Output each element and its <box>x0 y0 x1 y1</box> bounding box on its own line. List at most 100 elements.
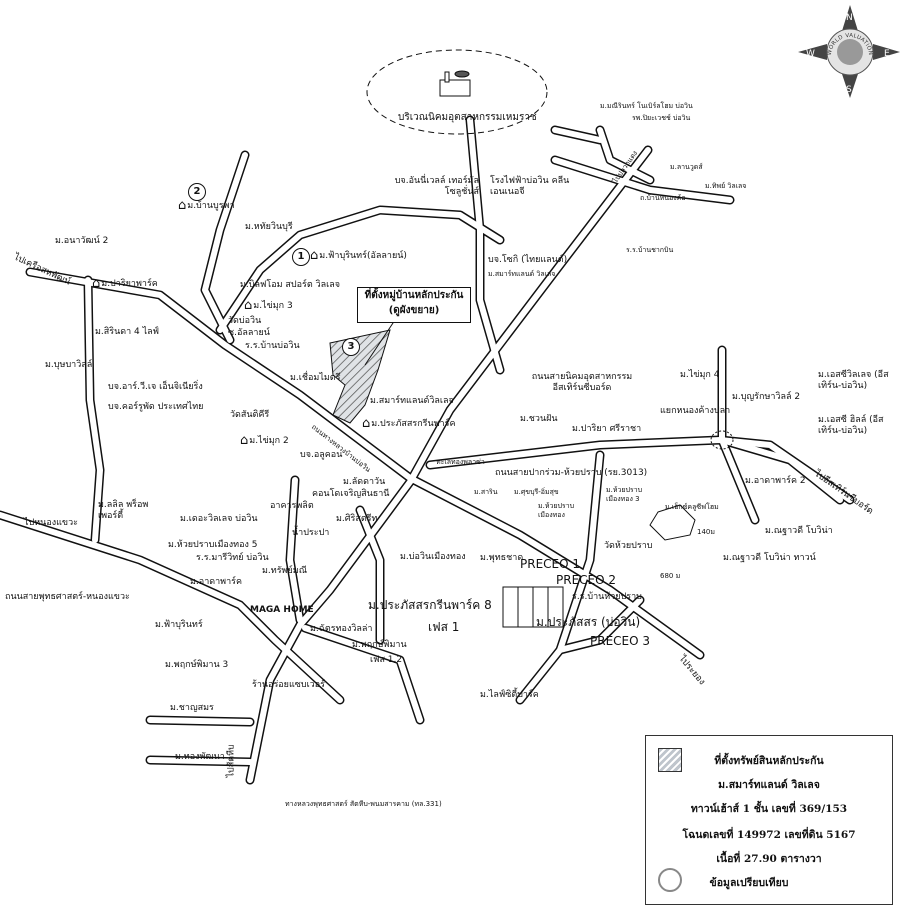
company-label: บจ.อันนี่เวลล์ เทอร์มัล โซลูชั่นส์ <box>394 176 479 197</box>
power-plant-label: โรงไฟฟ้าบ่อวิน คลีน เอนเนอจี <box>490 176 570 197</box>
village-label: ม.ห้วยปราบ เมืองทอง <box>538 502 575 519</box>
legend-comparable: ข้อมูลเปรียบเทียบ <box>709 877 789 889</box>
village-label: ม.เอสซีวิลเลจ (อีสเทิร์น-บ่อวิน) <box>818 370 889 391</box>
village-label: ม.ประภัสสร (บ่อวิน) <box>536 615 641 629</box>
hatch-swatch-icon <box>658 748 682 772</box>
school-label: ร.ร.บ้านชากบิน <box>626 246 674 254</box>
store-label: MAGA HOME <box>250 605 314 615</box>
village-label: ม.อนาวัฒน์ 2 <box>55 236 109 246</box>
school-label: ร.ร.บ้านห้วยปราบ <box>572 592 642 602</box>
restaurant-label: ร้านอร่อยแซบเวอร์ <box>252 680 325 690</box>
village-label: ม.สาริน <box>474 488 498 496</box>
phase-label: เฟส 1,2 <box>370 655 403 665</box>
village-label: ม.ฉัตรทองวิลล่า <box>310 624 373 634</box>
village-label: ม.สมาร์ทแลนด์ วิลเลจ <box>488 270 556 278</box>
project-label: PRECEO 1 <box>520 557 581 571</box>
road-label: ถ.บ้านหนองค้อ <box>640 194 686 202</box>
village-label: ม.เชื่อมไมตรี <box>290 373 341 383</box>
marker-3: 3 <box>342 338 360 356</box>
project-label: PRECEO 3 <box>590 634 651 648</box>
road-label: ซ.อัลลายน์ <box>228 328 270 338</box>
legend-deed: โฉนดเลขที่ 149972 เลขที่ดิน 5167 <box>682 829 856 841</box>
village-label: ⌂ม.ประภัสสรกรีนพาร์ค <box>362 416 456 431</box>
road-label: ถนนสายพุทธศาสตร์-หนองแขวะ <box>5 592 130 602</box>
collateral-callout: ที่ตั้งหมู่บ้านหลักประกัน (ดูผังขยาย) <box>357 287 471 323</box>
company-label: บจ.อาร์.วี.เจ เอ็นจิเนียริ่ง <box>108 382 203 392</box>
village-label: ม.ไลฟ์ซิตี้ปาร์ค <box>480 690 539 700</box>
industrial-zone-boundary <box>366 49 548 135</box>
company-label: บจ.อลูคอน <box>300 450 343 460</box>
svg-text:W: W <box>806 49 815 59</box>
village-label: ม.สิรินดา 4 ไลฟ์ <box>95 327 160 337</box>
exclusive-home-boundary <box>649 504 696 541</box>
direction-label: ไปหนองแขวะ <box>24 518 78 528</box>
svg-text:E: E <box>884 49 890 59</box>
comparable-circle-icon <box>658 868 682 892</box>
company-label: บจ.โซกิ (ไทยแลนด์) <box>488 255 568 265</box>
village-label: ม.อาดาพาร์ค <box>190 577 242 587</box>
village-label: ⌂ม.ปาริยาพาร์ค <box>92 276 158 291</box>
school-label: ร.ร.บ้านบ่อวิน <box>245 341 300 351</box>
svg-text:N: N <box>846 13 853 23</box>
building-label: อาคารพลิต <box>270 501 314 511</box>
direction-label: ไปสัตหีบ <box>226 744 237 778</box>
road-label: ทางหลวงพุทธศาสตร์ สัตหีบ-พนมสารคาม (ทล.3… <box>285 800 442 808</box>
temple-label: วัดบ่อวิน <box>228 316 262 326</box>
distance-label: 140ม <box>697 528 715 536</box>
callout-leader <box>364 319 396 366</box>
legend-collateral: ที่ตั้งทรัพย์สินหลักประกัน <box>714 755 824 767</box>
svg-text:S: S <box>846 85 852 95</box>
temple-label: วัดห้วยปราบ <box>604 541 653 551</box>
junction-marker <box>710 430 734 450</box>
village-label: ม.บิลฟโอม สปอร์ต วิลเลจ <box>240 280 341 290</box>
village-label: ม.ประภัสสรกรีนพาร์ค 8 <box>368 598 492 612</box>
village-label: ม.ทรัพย์มณี <box>262 566 308 576</box>
village-label: ม.ฟ้าบุรินทร์ <box>155 620 203 630</box>
village-label: ม.ศิริสตรีท <box>336 514 378 524</box>
preceo-plots <box>502 586 564 628</box>
phase-label: เฟส 1 <box>428 620 460 634</box>
village-label: ม.พุทธชาด <box>480 553 524 563</box>
village-label: ม.ลัดดาวัน <box>343 477 386 487</box>
village-label: ม.บุญรักษาวิลล์ 2 <box>732 392 801 402</box>
village-label: ⌂ม.ฟ้าบุรินทร์(อัลลายน์) <box>310 248 407 263</box>
house-icon: ⌂ <box>362 416 371 431</box>
village-label: ม.ทิพย์ วิลเลจ <box>705 182 747 190</box>
village-label: ม.สมาร์ทแลนด์วิลเลจ <box>370 396 454 406</box>
legend-property: ทาวน์เฮ้าส์ 1 ชั้น เลขที่ 369/153 <box>690 803 848 815</box>
mall-label: ทะเลทองพลาซ่า <box>436 458 485 466</box>
village-label: ม.ปาริยา ศรีราชา <box>572 424 642 434</box>
compass-icon: WORLD VALUATION N S W E <box>798 5 900 98</box>
village-label: ม.ลานวูดส์ <box>670 163 703 171</box>
temple-label: วัดสันติคีรี <box>230 410 270 420</box>
village-label: ม.พฤกษ์พิมาน <box>352 640 407 650</box>
condo-label: คอนโดเจริญสินธานี <box>312 489 390 499</box>
village-label: ม.หทัยวินบุรี <box>245 222 293 232</box>
road-label: ถนนสายนิคมอุตสาหกรรม อีสเทิร์นซีบอร์ด <box>531 372 633 393</box>
village-label: ม.ไข่มุก 4 <box>680 370 720 380</box>
village-label: ม.เอ็กซ์คลูซีฟโฮม <box>665 503 719 511</box>
village-label: ⌂ม.บ้านบูรพา <box>178 198 235 213</box>
junction-label: แยกหนองค้างปลา <box>660 406 731 416</box>
legend-village: ม.สมาร์ทแลนด์ วิลเลจ <box>718 779 820 791</box>
company-label: บจ.คอร์รูพัด ประเทศไทย <box>108 402 204 412</box>
village-label: ม.ชวนฝัน <box>520 414 558 424</box>
house-icon: ⌂ <box>240 433 249 448</box>
village-label: ม.ณฐาวดี โบวิน่า <box>765 526 833 536</box>
village-label: ม.ห้วยปราบ เมืองทอง 3 <box>606 486 643 503</box>
marker-1: 1 <box>292 248 310 266</box>
village-label: ⌂ม.ไข่มุก 2 <box>240 433 289 448</box>
village-label: ม.บุษบาวิลล์ <box>45 360 93 370</box>
village-label: ม.ชาญสมร <box>170 703 214 713</box>
house-icon: ⌂ <box>178 198 187 213</box>
village-label: ม.พฤกษ์พิมาน 3 <box>165 660 229 670</box>
legend: ที่ตั้งทรัพย์สินหลักประกัน ม.สมาร์ทแลนด์… <box>645 735 893 905</box>
village-label: ม.เดอะวิลเลจ บ่อวิน <box>180 514 258 524</box>
village-label: ม.ทองพัฒนา <box>175 752 225 762</box>
industrial-zone-label: บริเวณนิคมอุตสาหกรรมเหมราช <box>398 112 537 123</box>
road-label: ถนนสายปากร่วม-ห้วยปราบ (รย.3013) <box>495 468 648 478</box>
village-label: ม.อาดาพาร์ค 2 <box>745 476 806 486</box>
village-label: ม.ณฐาวดี โบวิน่า ทาวน์ <box>723 553 816 563</box>
